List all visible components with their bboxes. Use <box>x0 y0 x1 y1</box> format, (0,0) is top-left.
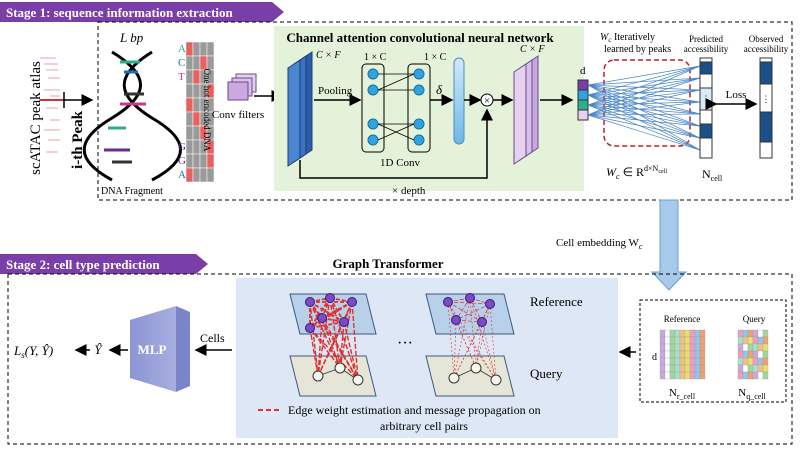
pooling-label: Pooling <box>318 85 353 97</box>
reference-label: Reference <box>530 294 583 309</box>
graph-right <box>425 293 515 397</box>
conv1d-right-frame <box>407 63 431 153</box>
predicted-accessibility <box>699 57 713 159</box>
predicted-label: Predicted <box>689 34 723 44</box>
stage2-banner: Stage 2: cell type prediction <box>0 254 208 274</box>
cells-label: Cells <box>200 331 225 345</box>
accessibility-b: accessibility <box>744 44 789 54</box>
peak-label: i-th Peak <box>70 110 86 169</box>
ref-small-label: Reference <box>664 314 700 324</box>
graph-ellipsis: ··· <box>397 335 413 352</box>
peak-arrow <box>63 92 92 108</box>
fc-edges <box>587 65 701 151</box>
residual-path <box>299 108 493 179</box>
query-embedding-matrix <box>737 329 769 380</box>
observed-label: Observed <box>749 34 784 44</box>
one-c-b: 1 × C <box>424 52 447 63</box>
onehot-letter-4: G <box>178 155 186 167</box>
conv-filter-stack <box>227 73 257 101</box>
one-c-a: 1 × C <box>364 52 387 63</box>
bp-label: L bp <box>119 30 144 45</box>
conv1d-edges <box>377 73 415 141</box>
output-feature-maps <box>513 55 539 165</box>
nr-cell-label: Nr_cell <box>669 387 696 401</box>
onehot-letter-5: A <box>178 169 186 181</box>
wc-formula: Wc ∈ Rd×Ncell <box>606 164 667 181</box>
onehot-letter-3: G <box>178 141 186 153</box>
embedding-matrices-box <box>639 299 787 403</box>
onehot-label: One hot encoded DNA <box>202 69 212 152</box>
query-small-label: Query <box>743 314 766 324</box>
onehot-letter-0: A <box>178 43 186 55</box>
attention-weights <box>453 57 465 145</box>
edge-legend-line1: Edge weight estimation and message propa… <box>288 403 541 417</box>
onehot-grid <box>185 41 215 183</box>
edge-legend-line2: arbitrary cell pairs <box>380 419 468 433</box>
peak-embedding-vector <box>577 79 589 121</box>
predicted-ellipsis: ⋮ <box>702 94 711 104</box>
conv1d-left-frame <box>361 63 385 153</box>
mlp-label: MLP <box>138 342 167 357</box>
conv-filters-line: Conv filters <box>212 109 264 121</box>
wc-learned-line1: Wc Iteratively <box>600 32 655 44</box>
dna-helix <box>82 50 182 182</box>
graph-left <box>289 293 377 397</box>
onehot-letters: A C T G G A <box>178 43 186 181</box>
loss-label: Loss <box>726 89 747 101</box>
loss-fn-label: Ls(Y, Ŷ) <box>13 343 53 360</box>
onehot-letter-1: C <box>178 57 185 69</box>
cnn-title: Channel attention convolutional neural n… <box>286 30 554 45</box>
stage2-banner-text: Stage 2: cell type prediction <box>6 257 160 272</box>
input-feature-maps <box>287 51 313 167</box>
ncell-label: Ncell <box>702 167 723 183</box>
wc-learned-line2: learned by peaks <box>604 44 671 55</box>
stage1-banner: Stage 1: sequence information extraction <box>0 2 284 22</box>
nq-cell-label: Nq_cell <box>738 387 766 401</box>
atlas-label: scATAC peak atlas <box>28 61 44 175</box>
graph-title: Graph Transformer <box>332 256 443 271</box>
conv1d-label: 1D Conv <box>380 157 421 169</box>
reference-embedding-matrix <box>659 329 706 380</box>
onehot-letter-2: T <box>178 71 185 83</box>
d-label: d <box>580 65 586 77</box>
mlp-block-side <box>176 306 190 392</box>
cxf-left: C × F <box>316 50 341 61</box>
stage1-banner-text: Stage 1: sequence information extraction <box>6 5 234 20</box>
observed-accessibility <box>759 57 773 159</box>
peak-atlas-tracks <box>40 57 60 153</box>
cell-embedding-label: Cell embedding Wc <box>556 237 643 251</box>
cxf-right: C × F <box>520 44 545 55</box>
stage2-dashed-box <box>7 273 793 445</box>
delta-label: δ <box>436 82 443 97</box>
yhat-label: Ŷ <box>94 342 103 357</box>
depth-label: × depth <box>392 185 426 197</box>
dna-fragment-label: DNA Fragment <box>101 186 163 197</box>
cell-embedding-link <box>650 199 688 291</box>
accessibility-a: accessibility <box>684 44 729 54</box>
multiply-symbol: × <box>484 95 490 107</box>
observed-ellipsis: ⋮ <box>762 94 771 104</box>
mlp-block <box>130 306 176 392</box>
query-label: Query <box>530 366 563 381</box>
d-small-label: d <box>652 352 657 363</box>
